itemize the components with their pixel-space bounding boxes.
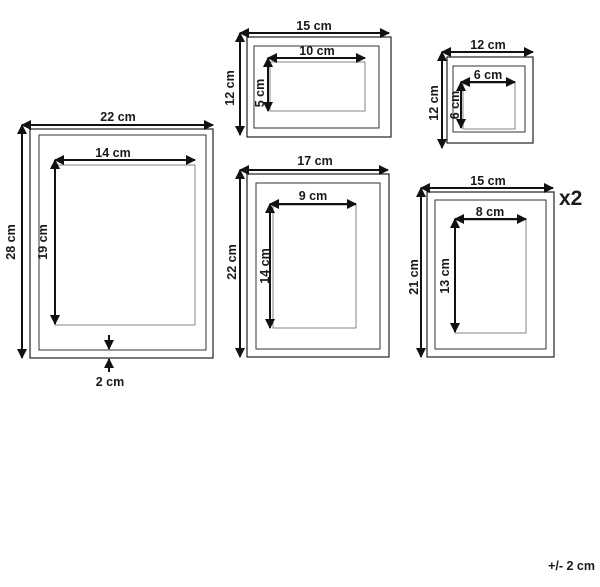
large-height-label: 28 cm — [4, 224, 18, 259]
top-right-frame-photo-area — [462, 82, 516, 130]
top-middle-frame-photo-area — [269, 61, 366, 112]
bottom-right-photo-height-label: 13 cm — [438, 258, 452, 293]
large-border-label: 2 cm — [96, 375, 125, 389]
bottom-right-frame-photo-area — [454, 219, 527, 334]
bottom-right-photo-width-label: 8 cm — [476, 205, 505, 219]
bottom-right-frame-group: 15 cm 21 cm 8 cm 13 cm x2 — [407, 174, 582, 358]
tolerance-note: +/- 2 cm — [548, 559, 595, 573]
top-right-width-label: 12 cm — [470, 38, 505, 52]
top-right-photo-height-label: 6 cm — [448, 91, 462, 120]
top-right-height-label: 12 cm — [427, 85, 441, 120]
top-middle-width-label: 15 cm — [296, 19, 331, 33]
middle-photo-width-label: 9 cm — [299, 189, 328, 203]
middle-photo-height-label: 14 cm — [258, 248, 272, 283]
top-middle-photo-width-label: 10 cm — [299, 44, 334, 58]
top-right-frame-group: 12 cm 12 cm 6 cm 6 cm — [427, 38, 534, 149]
large-photo-width-label: 14 cm — [95, 146, 130, 160]
large-width-label: 22 cm — [100, 110, 135, 124]
middle-frame-group: 17 cm 22 cm 9 cm 14 cm — [225, 154, 390, 358]
top-middle-height-label: 12 cm — [223, 70, 237, 105]
middle-height-label: 22 cm — [225, 244, 239, 279]
top-middle-photo-height-label: 5 cm — [253, 79, 267, 108]
bottom-right-quantity-label: x2 — [559, 187, 582, 210]
middle-frame-photo-area — [272, 204, 357, 329]
bottom-right-width-label: 15 cm — [470, 174, 505, 188]
middle-width-label: 17 cm — [297, 154, 332, 168]
large-frame-group: 22 cm 28 cm 14 cm 19 cm 2 cm — [4, 110, 214, 389]
top-middle-frame-group: 15 cm 12 cm 10 cm 5 cm — [223, 19, 392, 138]
large-frame-photo-area — [54, 164, 196, 326]
large-photo-height-label: 19 cm — [36, 224, 50, 259]
bottom-right-height-label: 21 cm — [407, 259, 421, 294]
top-right-photo-width-label: 6 cm — [474, 68, 503, 82]
